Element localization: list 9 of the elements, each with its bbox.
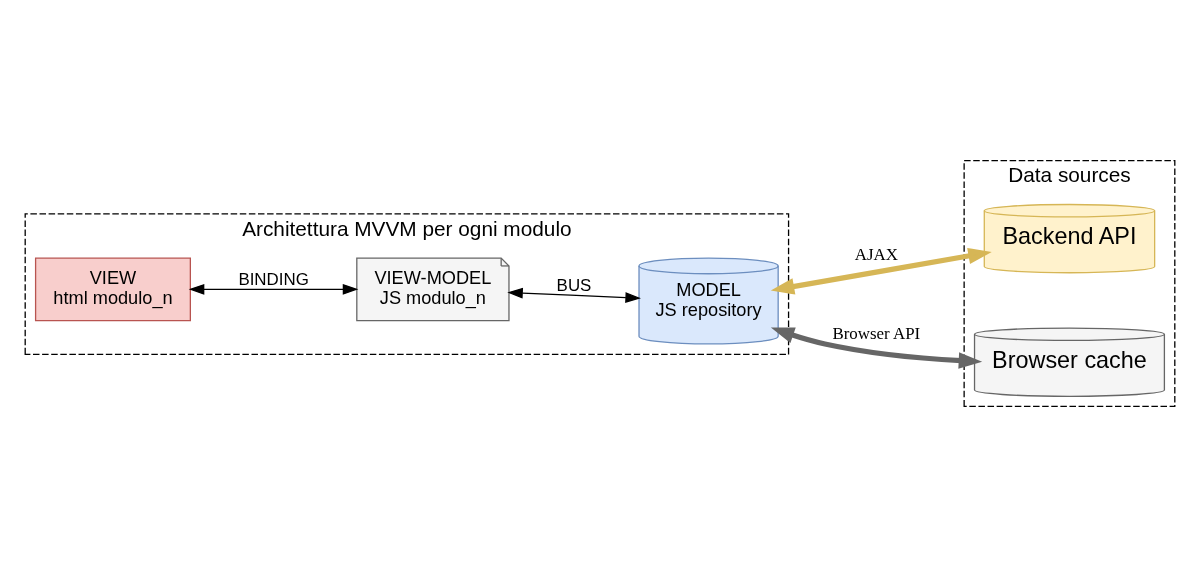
edge-label: AJAX [854, 244, 898, 264]
edge-label: BINDING [238, 269, 309, 289]
edge-label: BUS [556, 275, 592, 295]
arrow [507, 287, 641, 303]
edge-label: Browser API [832, 323, 921, 343]
node-box: VIEW html modulo_n [34, 257, 191, 321]
arrow [770, 247, 992, 294]
arrow [188, 283, 359, 295]
arrow [770, 326, 983, 369]
